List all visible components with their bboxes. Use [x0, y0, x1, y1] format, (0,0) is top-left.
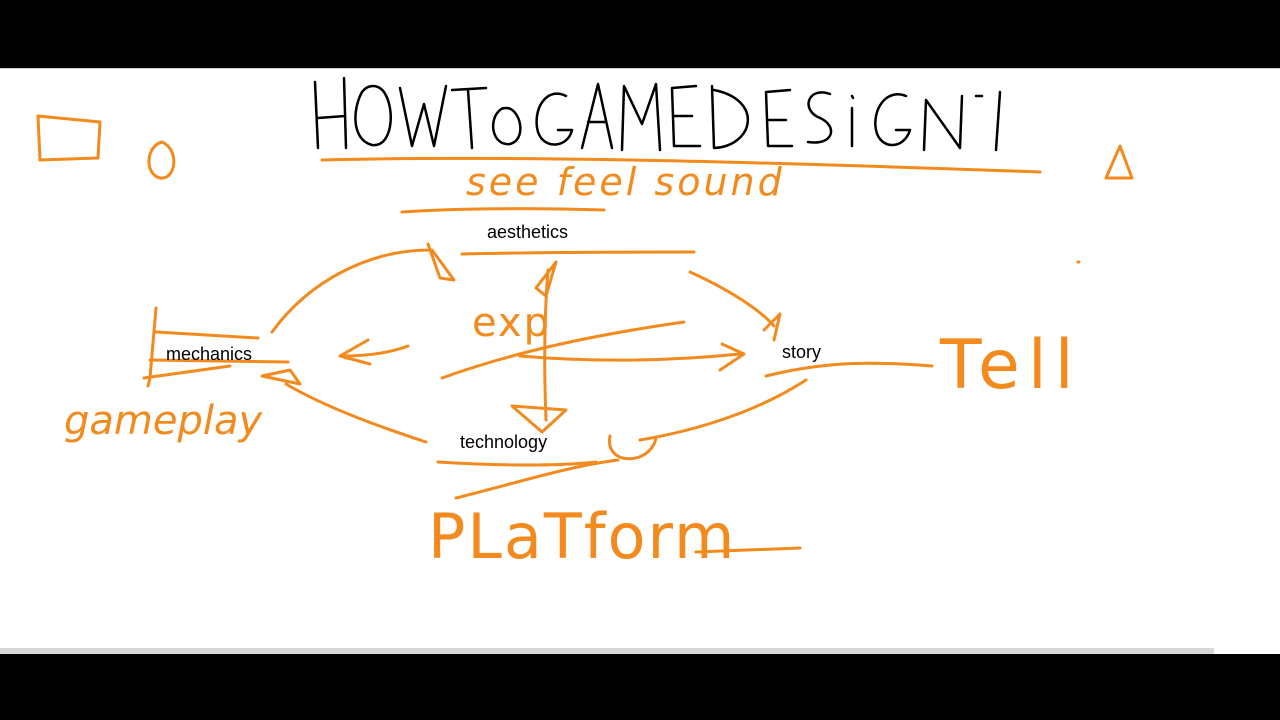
aesthetics-to-technology-arrow — [510, 260, 568, 434]
title-underline — [320, 156, 1042, 174]
circle-shape — [147, 140, 176, 180]
platform-text: PLaTform — [428, 500, 737, 573]
aesthetics-label: aesthetics — [487, 222, 569, 242]
technology-label: technology — [460, 432, 548, 452]
mechanics-to-aesthetics-arrow — [270, 242, 456, 334]
triangle-shape — [1104, 144, 1134, 180]
exp-to-mechanics-arrow — [338, 338, 410, 366]
title-handwriting — [313, 76, 1002, 152]
rectangle-shape — [36, 114, 102, 162]
exp-to-story-arrow — [518, 342, 746, 372]
mechanics-label: mechanics — [166, 344, 253, 364]
story-to-technology-arrow — [608, 378, 808, 461]
aesthetics-to-story-arrow — [688, 270, 782, 342]
mechanics-to-technology-arrow — [260, 368, 428, 444]
horizontal-scrollbar[interactable] — [0, 648, 1214, 654]
tell-text: Tell — [940, 326, 1082, 405]
story-label: story — [782, 342, 822, 362]
center-exp-text: exp — [472, 300, 551, 346]
cross-line-a — [440, 320, 686, 380]
gameplay-text: gameplay — [64, 398, 263, 444]
subtitle-text: see feel sound — [466, 160, 785, 204]
